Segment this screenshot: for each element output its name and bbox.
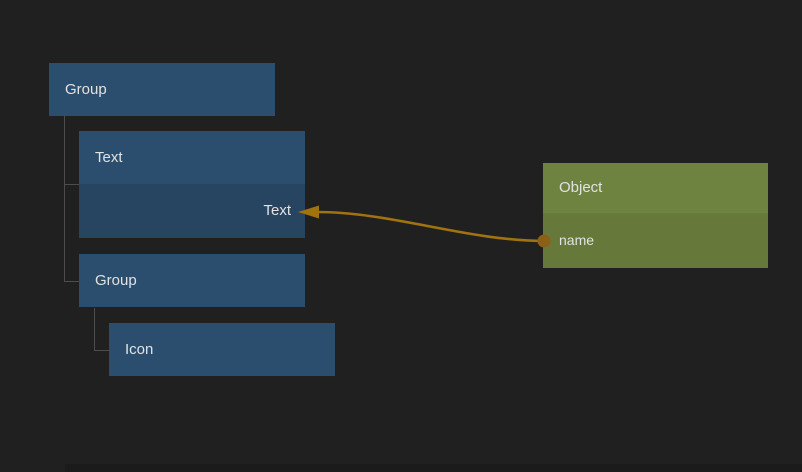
node-label: Text (79, 131, 305, 184)
slot-label: Text (263, 202, 291, 219)
text-input-slot[interactable]: Text (79, 184, 305, 238)
object-property-name[interactable]: name (543, 213, 768, 268)
node-label: Icon (109, 323, 335, 376)
tree-connector-line (94, 308, 95, 350)
node-label: Group (49, 63, 275, 116)
tree-node-icon[interactable]: Icon (109, 323, 335, 376)
tree-node-text[interactable]: Text Text (79, 131, 305, 238)
tree-connector-line (64, 184, 79, 185)
horizontal-scrollbar[interactable] (65, 464, 802, 472)
connection-wire[interactable] (316, 210, 546, 243)
tree-connector-line (64, 281, 79, 282)
tree-node-group-root[interactable]: Group (49, 63, 275, 116)
tree-connector-line (94, 350, 109, 351)
object-node[interactable]: Object name (543, 163, 768, 268)
tree-node-group-child[interactable]: Group (79, 254, 305, 307)
object-node-title: Object (543, 163, 768, 213)
property-label: name (559, 232, 595, 248)
tree-connector-line (64, 116, 65, 281)
output-port-dot[interactable] (537, 234, 551, 248)
node-label: Group (79, 254, 305, 307)
